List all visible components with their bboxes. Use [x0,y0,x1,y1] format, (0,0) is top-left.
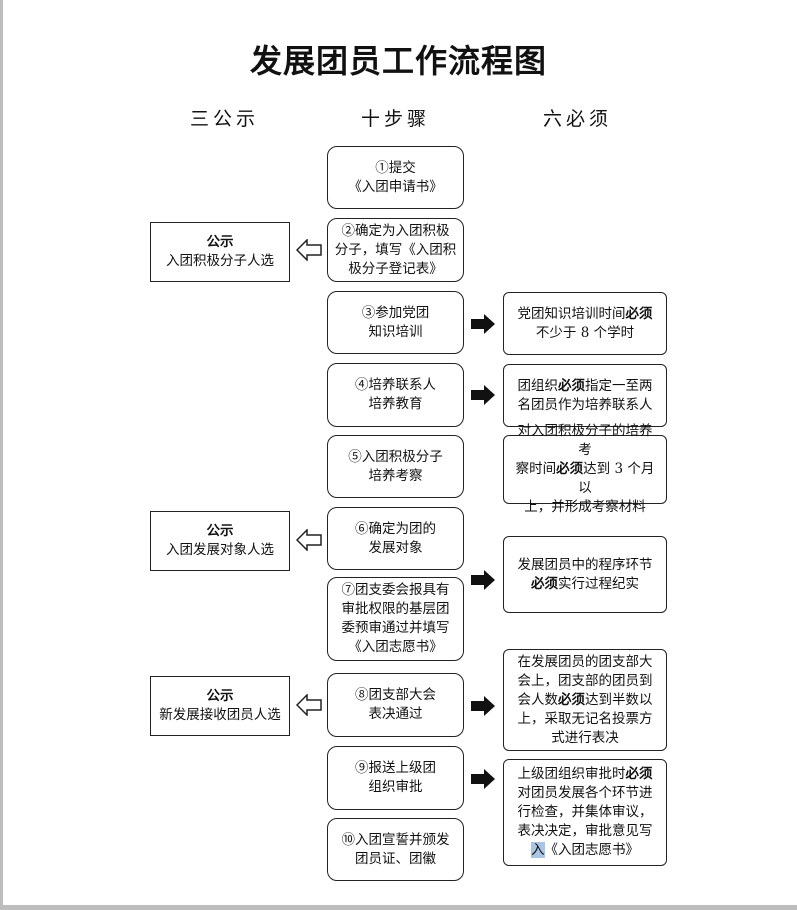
publicity-1-box: 公示 入团积极分子人选 [150,222,290,282]
step-2-text: ②确定为入团积极 分子，填写《入团积 极分子登记表》 [334,222,457,277]
step-8-box: ⑧团支部大会 表决通过 [327,673,464,737]
requirement-3-text: 对入团积极分子的培养考 察时间 [515,423,653,477]
step-4-text: ④培养联系人 培养教育 [355,377,436,412]
requirement-6-text-after: 对团员发展各个环节进 行检查，并集体审议， 表决决定，审批意见写 [517,785,653,839]
publicity-3-heading: 公示 [206,688,234,704]
step-3-text: ③参加党团 知识培训 [361,304,430,340]
publicity-1-arrow-icon [296,239,322,261]
requirement-2-text-after: 指定一至两 名团员作为培养联系人 [517,377,653,413]
requirement-4-keyword: 必须 [531,575,558,592]
column-header-publicity: 三公示 [190,108,260,130]
requirement-1-box: 党团知识培训时间必须 不少于 8 个学时 [503,292,667,355]
requirement-5-text: 在发展团员的团支部大 会上，团支部的团员到 会人数 [517,653,653,708]
requirement-3-text-after: 达到 3 个月以 上，并形成考察材料 [524,461,655,515]
requirement-1-keyword: 必须 [625,305,653,322]
publicity-2-heading: 公示 [206,523,234,539]
requirement-5-keyword: 必须 [558,691,585,708]
requirement-4-text: 发展团员中的程序环节 [517,556,653,573]
step-1-text: ①提交 《入团申请书》 [348,159,443,195]
requirement-4-box: 发展团员中的程序环节 必须实行过程纪实 [503,536,667,613]
requirement-1-arrow-icon [471,314,495,334]
step-9-text: ⑨报送上级团 组织审批 [355,760,436,795]
requirement-6-highlight: 入 [531,842,545,858]
publicity-2-box: 公示 入团发展对象人选 [150,511,290,571]
requirement-6-tail: 《入团志愿书》 [544,842,640,858]
requirement-6-box: 上级团组织审批时必须 对团员发展各个环节进 行检查，并集体审议， 表决决定，审批… [503,759,667,866]
publicity-3-box: 公示 新发展接收团员人选 [150,676,290,736]
requirement-4-arrow-icon [471,570,495,590]
step-3-box: ③参加党团 知识培训 [327,291,464,354]
step-6-text: ⑥确定为团的 发展对象 [355,520,436,556]
requirement-5-arrow-icon [471,696,495,716]
step-8-text: ⑧团支部大会 表决通过 [355,687,436,722]
requirement-5-box: 在发展团员的团支部大 会上，团支部的团员到 会人数必须达到半数以 上，采取无记名… [503,649,667,751]
step-7-text: ⑦团支委会报具有 审批权限的基层团 委预审通过并填写 《入团志愿书》 [341,582,450,655]
requirement-2-box: 团组织必须指定一至两 名团员作为培养联系人 [503,364,667,427]
requirement-2-text: 团组织 [517,377,559,394]
step-5-box: ⑤入团积极分子 培养考察 [327,435,464,498]
page-bottom-edge [0,905,797,910]
column-header-requirements: 六必须 [543,108,613,130]
publicity-2-arrow-icon [296,529,322,551]
requirement-3-box: 对入团积极分子的培养考 察时间必须达到 3 个月以 上，并形成考察材料 [503,423,667,515]
requirement-6-text: 上级团组织审批时 [517,766,626,782]
step-4-box: ④培养联系人 培养教育 [327,363,464,427]
page-left-edge [0,0,3,910]
requirement-2-keyword: 必须 [558,377,585,394]
requirement-6-keyword: 必须 [625,766,653,782]
step-2-box: ②确定为入团积极 分子，填写《入团积 极分子登记表》 [327,218,464,282]
requirement-2-arrow-icon [471,385,495,405]
requirement-3-keyword: 必须 [556,461,584,477]
publicity-2-text: 入团发展对象人选 [166,542,274,558]
step-7-box: ⑦团支委会报具有 审批权限的基层团 委预审通过并填写 《入团志愿书》 [327,577,464,661]
step-10-text: ⑩入团宣誓并颁发 团员证、团徽 [341,831,450,867]
requirement-4-text-after: 实行过程纪实 [558,575,639,592]
publicity-3-text: 新发展接收团员人选 [159,707,281,723]
requirement-5-text-after: 达到半数以 上，采取无记名投票方 式进行表决 [517,691,653,746]
publicity-1-heading: 公示 [206,234,234,250]
publicity-3-arrow-icon [296,694,322,716]
column-header-steps: 十步骤 [361,108,431,130]
requirement-6-arrow-icon [471,769,495,789]
step-6-box: ⑥确定为团的 发展对象 [327,507,464,570]
step-5-text: ⑤入团积极分子 培养考察 [348,448,443,484]
publicity-1-text: 入团积极分子人选 [166,253,274,269]
step-1-box: ①提交 《入团申请书》 [327,146,464,209]
requirement-1-text: 党团知识培训时间 [517,305,626,322]
step-10-box: ⑩入团宣誓并颁发 团员证、团徽 [327,818,464,881]
requirement-1-text-after: 不少于 8 个学时 [535,324,635,341]
step-9-box: ⑨报送上级团 组织审批 [327,746,464,810]
page-title: 发展团员工作流程图 [249,42,547,80]
